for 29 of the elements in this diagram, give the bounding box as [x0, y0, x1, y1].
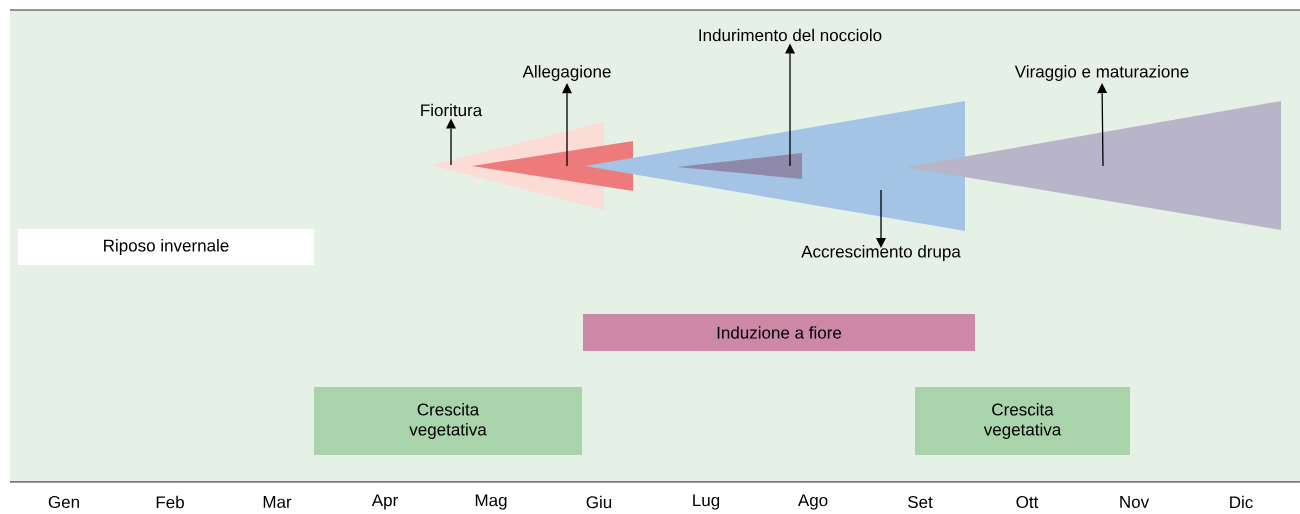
triangle-shape [472, 141, 633, 191]
month-label: Ott [1016, 496, 1039, 509]
month-label: Nov [1120, 496, 1150, 508]
month-label: Giu [586, 495, 612, 509]
month-label: Lug [693, 494, 720, 510]
phase-bar: Crescita vegetativa [314, 387, 582, 455]
stage-label: Indurimento del nocciolo [699, 28, 882, 42]
stage-label: Fioritura [421, 103, 483, 117]
stage-label: Allegagione [522, 65, 611, 81]
month-label: Dic [1230, 495, 1253, 509]
triangle-shape [905, 101, 1281, 230]
month-label: Mar [263, 496, 292, 508]
stage-label: Accrescimento drupa [801, 245, 961, 261]
month-label: Ago [797, 494, 828, 510]
phase-bar: Riposo invernale [18, 229, 314, 265]
leader-arrow [562, 83, 572, 167]
triangle-shape [585, 101, 965, 231]
leader-arrow [785, 43, 795, 167]
month-label: Mag [475, 494, 507, 510]
leader-arrow [876, 189, 886, 248]
month-label: Apr [371, 494, 398, 510]
phase-bar: Induzione a fiore [583, 314, 975, 351]
month-label: Gen [48, 496, 79, 509]
stage-label: Viraggio e maturazione [1014, 65, 1189, 81]
leader-arrow [446, 118, 456, 166]
month-label: Feb [156, 495, 184, 509]
phase-bar: Crescita vegetativa [915, 387, 1130, 455]
month-label: Set [908, 496, 933, 509]
leader-arrow [1097, 83, 1108, 167]
